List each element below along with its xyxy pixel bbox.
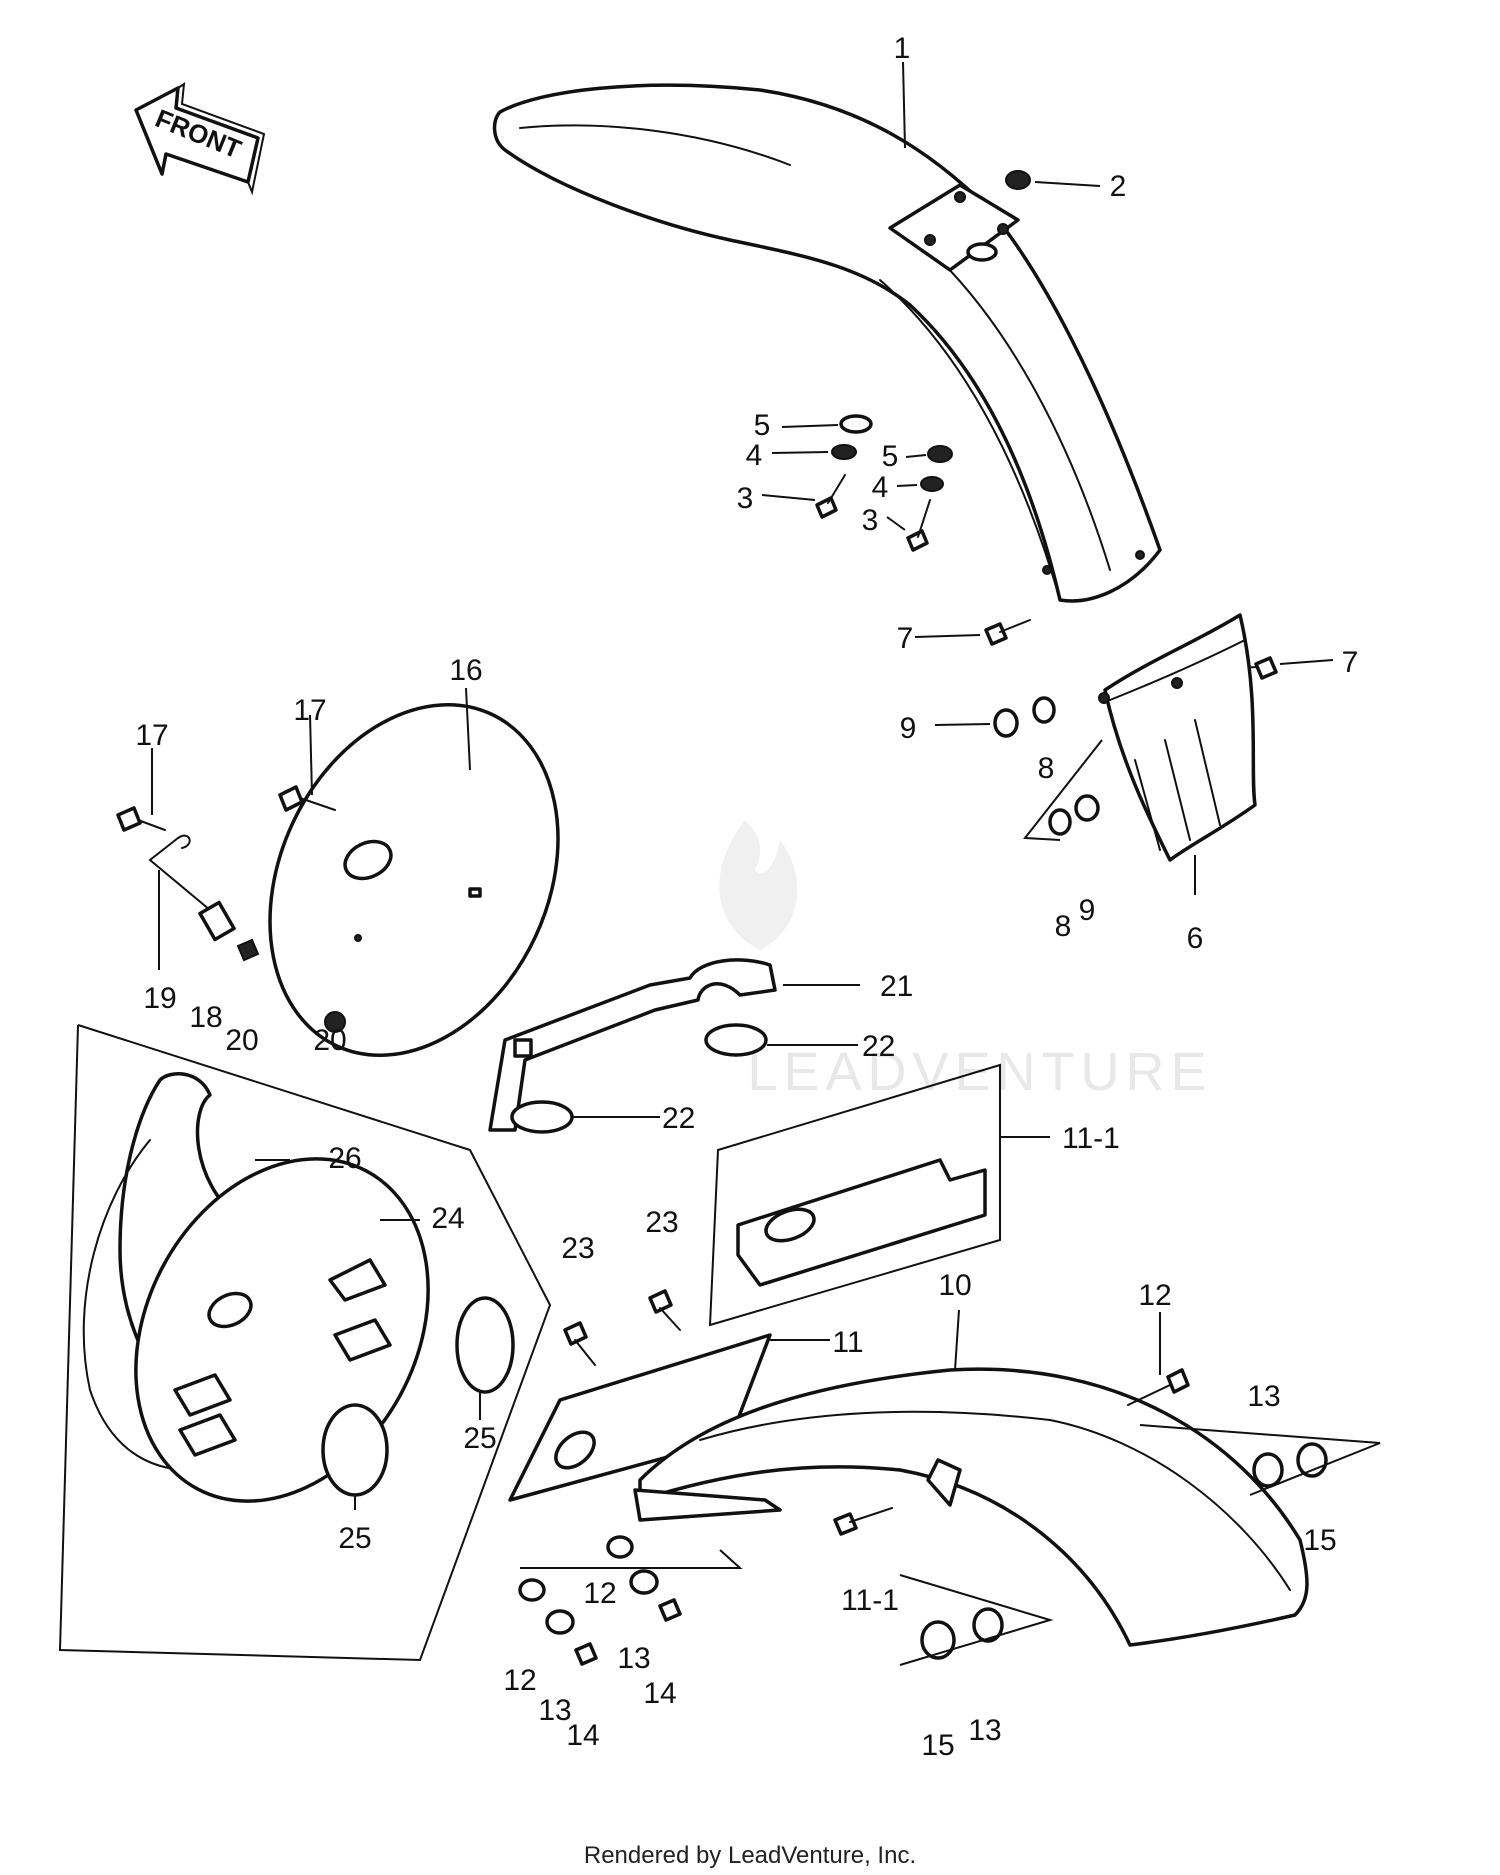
label-4-right: 4 <box>872 471 889 504</box>
label-20: 19 <box>143 982 176 1015</box>
label-12-bottom: 11-1 <box>841 1584 899 1617</box>
part-2-nut <box>1005 170 1031 190</box>
label-8-bottom: 8 <box>1055 910 1072 943</box>
label-15-left: 14 <box>566 1719 599 1752</box>
part-labels: 1 2 5 4 3 5 4 3 7 7 9 8 8 9 6 16 17 17 1… <box>135 32 1358 1762</box>
rear-hardware <box>518 1424 1381 1666</box>
footer-credit: Rendered by LeadVenture, Inc. <box>583 1842 917 1869</box>
label-1: 1 <box>894 32 911 65</box>
label-13-right: 12 <box>583 1577 616 1610</box>
headlight-assembly-group <box>58 1024 552 1662</box>
label-15-right: 14 <box>643 1677 676 1710</box>
leader-lines <box>151 61 1334 1510</box>
label-4-left: 4 <box>746 439 763 472</box>
label-8-top: 8 <box>1038 752 1055 785</box>
part-6-mud-flap <box>1098 613 1257 862</box>
label-21-left: 20 <box>225 1024 258 1057</box>
label-5-right: 5 <box>882 440 899 473</box>
fastener-set-right <box>906 445 953 552</box>
parts-19-20-21 <box>148 834 260 970</box>
label-10: 10 <box>938 1269 971 1302</box>
parts-8-9 <box>993 696 1103 841</box>
part-18-bolts <box>116 785 336 832</box>
label-14-left: 13 <box>538 1694 571 1727</box>
part-12-bolts <box>833 1368 1190 1536</box>
label-14-bottom: 13 <box>968 1714 1001 1747</box>
label-17: 16 <box>449 654 482 687</box>
label-3-right: 3 <box>862 504 879 537</box>
part-17-plate <box>268 702 560 1058</box>
label-14-middle: 13 <box>617 1642 650 1675</box>
label-6: 6 <box>1187 922 1204 955</box>
label-19: 18 <box>189 1001 222 1034</box>
label-11-1: 11-1 <box>1062 1122 1120 1155</box>
label-23-right: 22 <box>862 1030 895 1063</box>
label-26-bottom: 25 <box>338 1522 371 1555</box>
label-11: 11 <box>832 1326 863 1359</box>
label-26-top: 25 <box>463 1422 496 1455</box>
label-3-left: 3 <box>737 482 754 515</box>
label-16-top: 15 <box>1303 1524 1336 1557</box>
part-23-o-rings <box>510 1023 768 1134</box>
label-9-bottom: 9 <box>1079 894 1096 927</box>
label-7-right: 7 <box>1342 646 1359 679</box>
part-22-bracket <box>488 958 777 1132</box>
part-24-bolts <box>563 1289 681 1366</box>
part-10-rear-fender <box>633 1367 1309 1647</box>
front-direction-arrow: FRONT <box>134 81 266 196</box>
label-14-top: 13 <box>1247 1380 1280 1413</box>
label-27: 26 <box>328 1142 361 1175</box>
front-fender <box>492 83 1162 603</box>
label-5-left: 5 <box>754 409 771 442</box>
label-18-right: 17 <box>293 694 326 727</box>
label-18-left: 17 <box>135 719 168 752</box>
fastener-set-left <box>815 414 873 519</box>
label-25: 24 <box>431 1202 464 1235</box>
label-2: 2 <box>1110 170 1127 203</box>
part-11-plate <box>508 1333 772 1502</box>
label-24-left: 23 <box>561 1232 594 1265</box>
part-11-1-gasket <box>708 1063 1001 1327</box>
label-13-left: 12 <box>503 1664 536 1697</box>
label-22: 21 <box>880 970 913 1003</box>
label-24-right: 23 <box>645 1206 678 1239</box>
label-12-top: 12 <box>1138 1279 1171 1312</box>
label-16-bottom: 15 <box>921 1729 954 1762</box>
watermark: LEADVENTURE <box>719 820 1207 1102</box>
label-23-left: 22 <box>662 1102 695 1135</box>
label-7-left: 7 <box>897 622 914 655</box>
label-9-top: 9 <box>900 712 917 745</box>
label-21-right: 20 <box>313 1024 346 1057</box>
